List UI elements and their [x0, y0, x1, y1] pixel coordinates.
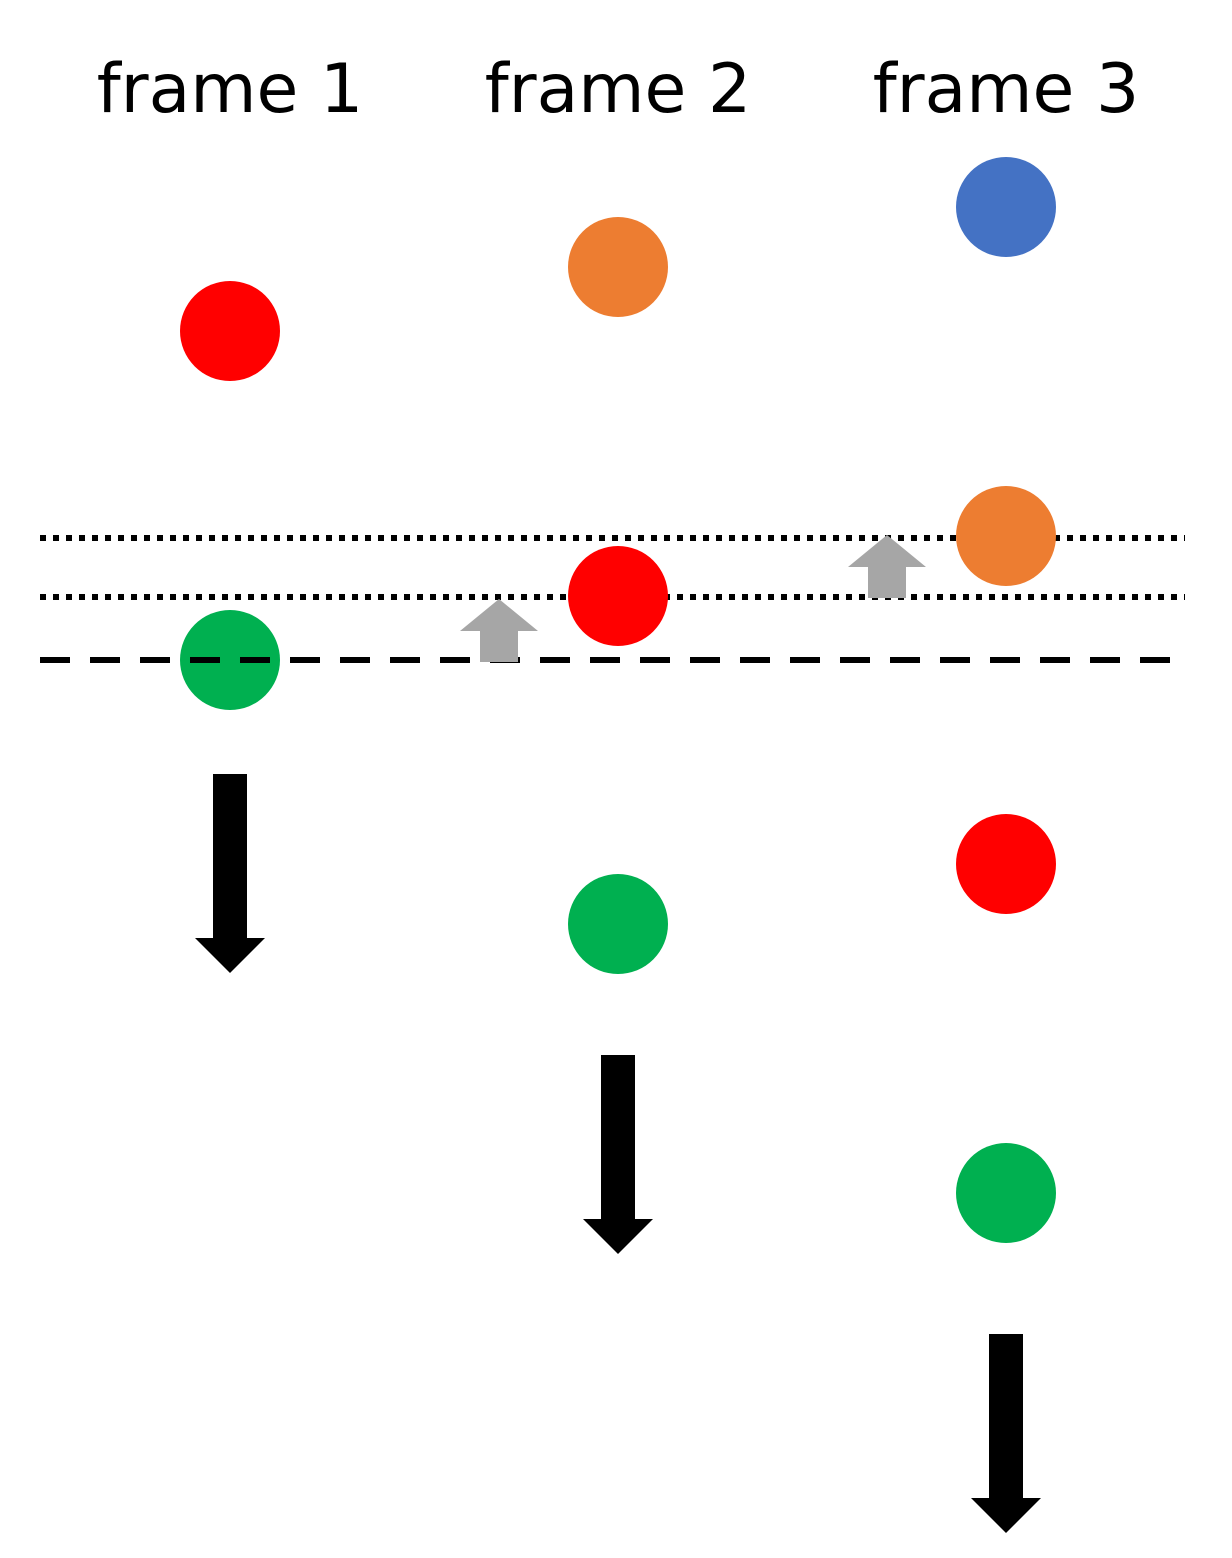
down-arrow-icon — [583, 1055, 653, 1254]
frame-3-blue-ball — [956, 157, 1056, 257]
frame-2-orange-ball — [568, 217, 668, 317]
frame-3-label: frame 3 — [873, 50, 1140, 129]
frame-1-label: frame 1 — [97, 50, 364, 129]
down-arrow-icon — [971, 1334, 1041, 1533]
up-arrow-icon — [848, 535, 926, 598]
frame-2-red-ball — [568, 546, 668, 646]
up-arrow-icon — [460, 599, 538, 662]
down-arrow-icon — [195, 774, 265, 973]
frame-3-red-ball — [956, 814, 1056, 914]
frame-3-green-ball — [956, 1143, 1056, 1243]
frame-1-green-ball — [180, 610, 280, 710]
frame-3-orange-ball — [956, 486, 1056, 586]
frame-2-label: frame 2 — [485, 50, 752, 129]
frame-2-green-ball — [568, 874, 668, 974]
frame-1-red-ball — [180, 281, 280, 381]
